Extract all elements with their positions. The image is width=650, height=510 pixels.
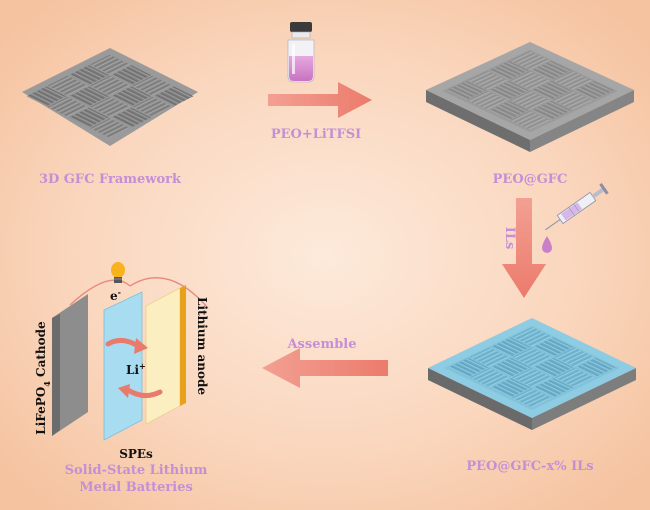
arrow-step3 [262, 348, 388, 388]
lightbulb-icon [111, 262, 125, 283]
gfc-framework-fabric [22, 48, 198, 146]
label-step2: ILs [502, 227, 517, 250]
anode-edge [180, 285, 186, 406]
cathode-plate [52, 294, 88, 436]
label-electron: e- [110, 287, 121, 303]
circuit-wire-left [69, 279, 131, 306]
syringe-icon [545, 183, 609, 231]
peo-gfc-ils-membrane [428, 318, 636, 430]
label-ion: Li+ [126, 361, 146, 377]
label-battery-line2: Metal Batteries [79, 480, 193, 495]
label-gfc-framework: 3D GFC Framework [39, 172, 182, 187]
arrow-step2 [502, 198, 546, 298]
label-step3: Assemble [286, 337, 356, 352]
peo-gfc-membrane [426, 42, 634, 152]
ion-arrow-forward [134, 338, 148, 354]
label-step1: PEO+LiTFSI [271, 127, 361, 142]
anode-foil [145, 287, 181, 425]
circuit-wire-right [129, 277, 209, 309]
vial-icon [287, 22, 315, 83]
arrow-step1 [268, 82, 372, 118]
label-cathode: LiFePO4 Cathode [34, 321, 52, 435]
droplet-icon [542, 236, 552, 253]
label-spes: SPEs [119, 447, 153, 461]
battery-schematic: e- Li+ [52, 262, 209, 441]
label-peo-gfc: PEO@GFC [493, 172, 568, 187]
label-peo-gfc-ils: PEO@GFC-x% ILs [466, 459, 593, 474]
electrolyte-sheet [103, 291, 143, 441]
label-anode: Lithium anode [195, 297, 209, 395]
ion-arrow-back [118, 384, 130, 398]
label-battery-line1: Solid-State Lithium [65, 463, 208, 478]
